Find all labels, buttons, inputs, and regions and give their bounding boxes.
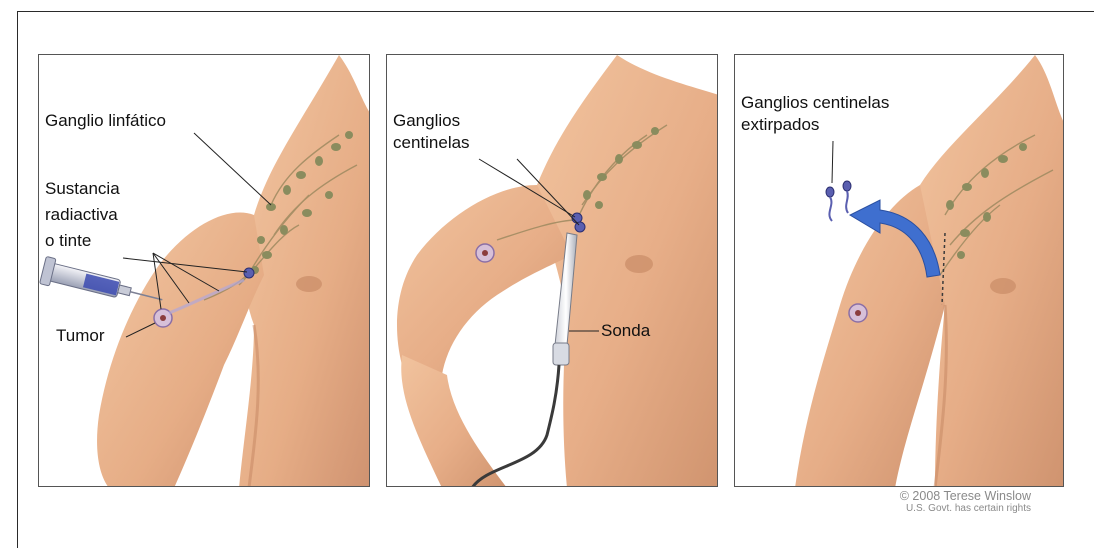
panel-injection: Ganglio linfático Sustancia radiactiva o…: [38, 54, 370, 487]
label-probe: Sonda: [601, 321, 650, 341]
arm-shape: [795, 185, 945, 487]
label-removed-line1: Ganglios centinelas: [741, 93, 889, 113]
label-substance-line1: Sustancia: [45, 179, 120, 199]
sentinel-node-marker: [572, 213, 582, 223]
label-sentinel-line2: centinelas: [393, 133, 470, 153]
arm-shape: [97, 212, 264, 487]
copyright-credit: © 2008 Terese Winslow U.S. Govt. has cer…: [900, 489, 1031, 515]
label-substance-line2: radiactiva: [45, 205, 118, 225]
label-tumor: Tumor: [56, 326, 105, 346]
label-lymph-node: Ganglio linfático: [45, 111, 166, 131]
label-removed-line2: extirpados: [741, 115, 819, 135]
label-substance-line3: o tinte: [45, 231, 91, 251]
arm-shape: [397, 185, 572, 375]
label-sentinel-line1: Ganglios: [393, 111, 460, 131]
panel-removal: Ganglios centinelas extirpados: [734, 54, 1064, 487]
removed-nodes-icon: [826, 181, 851, 221]
sentinel-node-marker: [244, 268, 254, 278]
panel-probe: Ganglios centinelas Sonda: [386, 54, 718, 487]
leader-line: [832, 141, 833, 183]
copyright-line1: © 2008 Terese Winslow: [900, 489, 1031, 503]
copyright-line2: U.S. Govt. has certain rights: [900, 503, 1031, 515]
